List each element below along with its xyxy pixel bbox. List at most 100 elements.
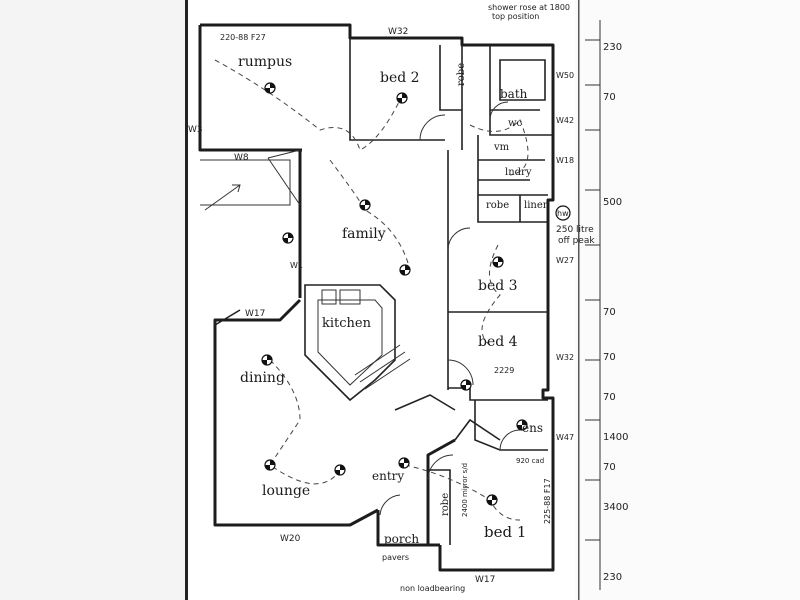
wall-bed4-ens bbox=[448, 387, 548, 401]
wall-robe1 bbox=[439, 45, 462, 111]
label-rumpus: rumpus bbox=[238, 54, 292, 70]
label-robe2: robe bbox=[486, 200, 509, 211]
exterior-wall-porch bbox=[376, 510, 428, 547]
scale-dim: 230 bbox=[603, 572, 622, 583]
wall-rumpus-east bbox=[349, 38, 445, 141]
ceiling-light bbox=[460, 379, 472, 391]
door-bed2 bbox=[419, 114, 446, 141]
scale-dim: 70 bbox=[603, 392, 616, 403]
wall-bath bbox=[489, 45, 553, 136]
ceiling-light bbox=[264, 82, 276, 94]
scan-right-margin bbox=[575, 0, 800, 600]
scale-dim: 1400 bbox=[603, 432, 628, 443]
label-lndry: lndry bbox=[505, 167, 532, 178]
note-hw-1: 250 litre bbox=[556, 225, 594, 235]
wall-entry-diag bbox=[394, 394, 456, 411]
ceiling-light bbox=[398, 457, 410, 469]
label-bed2: bed 2 bbox=[380, 70, 420, 86]
scan-margin-shade bbox=[0, 0, 185, 600]
exterior-wall-lounge bbox=[213, 298, 379, 527]
note-bed-dim: 2229 bbox=[494, 366, 514, 375]
ceiling-light bbox=[555, 205, 571, 221]
wall-laundry bbox=[477, 135, 548, 196]
note-rumpus-beam: 220-88 F27 bbox=[220, 33, 266, 42]
door-bed1 bbox=[427, 454, 454, 481]
ceiling-light bbox=[359, 199, 371, 211]
window-label: W32 bbox=[388, 27, 408, 37]
scan-left-edge bbox=[185, 0, 188, 600]
kitchen-bench-inner bbox=[317, 299, 383, 386]
exterior-wall-north bbox=[200, 23, 555, 120]
ceiling-light bbox=[261, 354, 273, 366]
ceiling-light bbox=[282, 232, 294, 244]
scale-dim: 70 bbox=[603, 462, 616, 473]
label-bed1: bed 1 bbox=[484, 523, 526, 541]
wall-bath-inner bbox=[499, 59, 546, 101]
window-label: W17 bbox=[245, 309, 265, 319]
label-lounge: lounge bbox=[262, 483, 310, 499]
wiring-6 bbox=[481, 244, 501, 346]
wiring-1 bbox=[214, 59, 401, 151]
label-robe3: robe bbox=[440, 493, 451, 516]
wiring-5 bbox=[469, 119, 529, 176]
exterior-wall-east bbox=[438, 120, 555, 572]
exterior-wall-rumpus bbox=[198, 25, 302, 152]
window-label: W3 bbox=[188, 125, 203, 135]
door-ens bbox=[499, 429, 521, 451]
scale-dim: 3400 bbox=[603, 502, 628, 513]
window-label: W17 bbox=[475, 575, 495, 585]
note-ens-dim: 920 cad bbox=[516, 457, 544, 465]
ceiling-light bbox=[492, 256, 504, 268]
wall-robe2 bbox=[477, 195, 548, 223]
ceiling-light bbox=[264, 459, 276, 471]
window-label: W27 bbox=[556, 256, 574, 265]
window-label: W50 bbox=[556, 71, 574, 80]
note-hw: hw bbox=[557, 209, 569, 218]
label-kitchen: kitchen bbox=[322, 316, 372, 331]
note-top-position: top position bbox=[492, 12, 539, 21]
note-pavers: pavers bbox=[382, 553, 409, 562]
window-label: W42 bbox=[556, 116, 574, 125]
label-bed3: bed 3 bbox=[478, 278, 518, 294]
ceiling-light bbox=[516, 419, 528, 431]
note-bed1-beam: 225-88 F17 bbox=[543, 478, 552, 524]
window-label: W32 bbox=[556, 353, 574, 362]
label-family: family bbox=[342, 226, 386, 242]
label-linen: linen bbox=[524, 200, 550, 211]
wall-ens bbox=[474, 400, 548, 451]
wiring-2 bbox=[329, 159, 411, 271]
label-bath: bath bbox=[500, 87, 528, 101]
window-label: W8 bbox=[234, 153, 249, 163]
label-ens: ens bbox=[522, 421, 543, 435]
ceiling-light bbox=[399, 264, 411, 276]
door-bath bbox=[489, 101, 509, 121]
wall-ens-robe bbox=[454, 418, 501, 441]
window-label: W47 bbox=[556, 433, 574, 442]
family-diag bbox=[267, 149, 301, 206]
right-margin-line bbox=[578, 0, 580, 600]
label-porch: porch bbox=[384, 532, 419, 546]
wiring-3 bbox=[269, 359, 341, 485]
courtyard-outline bbox=[200, 159, 291, 206]
ceiling-light bbox=[486, 494, 498, 506]
door-bed3 bbox=[447, 227, 471, 251]
window-label: W20 bbox=[280, 534, 301, 544]
island-hatch bbox=[354, 344, 411, 390]
scale-dim: 500 bbox=[603, 197, 622, 208]
label-entry: entry bbox=[372, 469, 404, 483]
window-label: W18 bbox=[556, 156, 574, 165]
note-non-loadbearing: non loadbearing bbox=[400, 584, 465, 593]
kitchen-bench bbox=[304, 284, 396, 402]
cooktop bbox=[321, 289, 337, 305]
wall-dining-diag bbox=[214, 309, 241, 327]
note-shower-rose: shower rose at 1800 bbox=[488, 3, 570, 12]
label-vm: vm bbox=[493, 142, 510, 153]
scale-dim: 230 bbox=[603, 42, 622, 53]
note-hw-2: off peak bbox=[558, 236, 595, 246]
label-robe1: robe bbox=[456, 63, 467, 86]
courtyard-arrow bbox=[204, 184, 241, 211]
wall-bed1-robe bbox=[428, 469, 451, 545]
scale-dim: 70 bbox=[603, 307, 616, 318]
